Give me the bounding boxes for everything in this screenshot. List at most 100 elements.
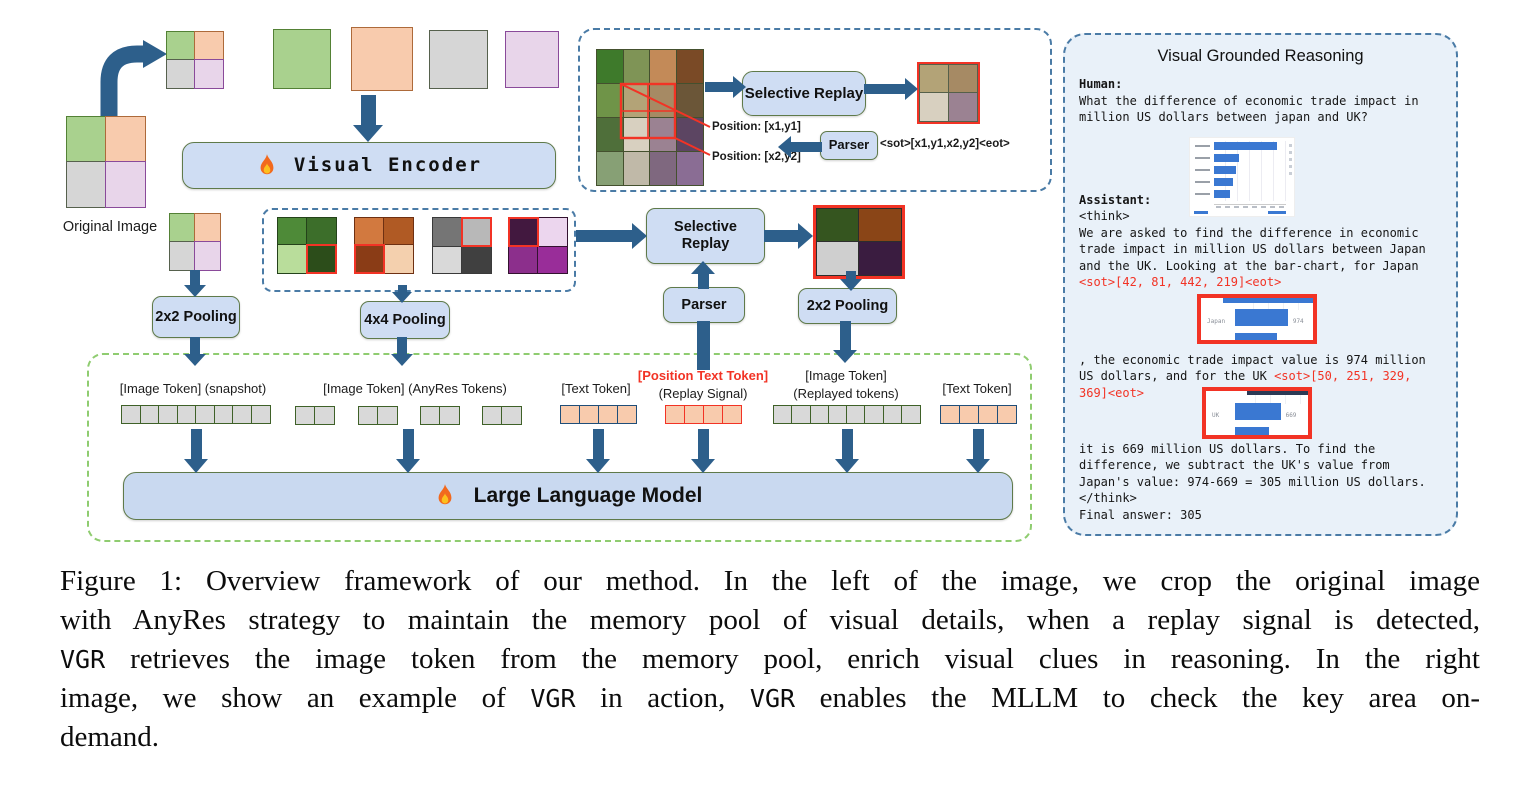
grid-cell (194, 213, 221, 243)
crop-category-label: UK (1212, 412, 1220, 420)
arrow-shaft (697, 274, 709, 289)
pool-grid-orange (354, 217, 414, 274)
position-annotation-lines (619, 82, 711, 156)
caption-text: enables the MLLM to check the key area o… (795, 682, 1480, 714)
arrow-head (691, 261, 715, 274)
llm-label: Large Language Model (473, 483, 703, 507)
arrow-shaft (697, 429, 709, 459)
grid-cell (194, 31, 224, 61)
x-tick-stub (1216, 206, 1221, 208)
anyres-token-strip-1 (295, 406, 335, 425)
arrow-head (184, 285, 206, 297)
token-cell (901, 405, 921, 424)
text-token-label-1: [Text Token] (561, 381, 631, 396)
grid-cell (947, 64, 978, 94)
x-tick-stub (1270, 206, 1275, 208)
grid-cell (354, 217, 385, 246)
chart-bar (1214, 178, 1233, 186)
vgr-example-panel: Visual Grounded Reasoning Human: What th… (1063, 33, 1458, 536)
pool-grid-purple (508, 217, 568, 274)
replayed-grid (813, 205, 905, 279)
token-cell (846, 405, 867, 424)
arrow-head (690, 459, 715, 473)
token-cell (158, 405, 179, 424)
grid-cell (169, 213, 196, 243)
pooling-4x4-box: 4x4 Pooling (360, 301, 450, 339)
axis-label-stub (1195, 169, 1210, 171)
anyres-token-strip-4 (482, 406, 522, 425)
grid-cell (66, 161, 107, 208)
token-cell (827, 405, 848, 424)
token-cell (665, 405, 686, 424)
arrow-shaft (705, 82, 733, 92)
assistant-label: Assistant: (1079, 192, 1152, 207)
token-cell (809, 405, 830, 424)
chart-toolbar-dots (1289, 144, 1292, 178)
x-tick-stub (1234, 206, 1239, 208)
mid-text: , the economic trade impact value is 974… (1079, 352, 1426, 384)
anyres-token-strip-3 (420, 406, 460, 425)
grid-cell (919, 64, 950, 94)
caption-text: retrieves the image token from the memor… (105, 643, 1480, 675)
grid-cell (166, 59, 196, 89)
token-cell (314, 406, 335, 425)
arrow-shaft (839, 321, 851, 350)
grid-cell (537, 245, 568, 274)
arrow-shaft (397, 337, 407, 354)
grid-cell (194, 59, 224, 89)
text-token-strip-2 (940, 405, 1018, 424)
grid-cell (277, 217, 308, 246)
parser-top-box: Parser (820, 131, 878, 160)
selective-replay-example-box (578, 28, 1052, 192)
arrow-head (840, 279, 862, 291)
grid-cell (858, 208, 902, 243)
arrow-head (353, 125, 383, 142)
curved-arrow-icon (100, 40, 167, 134)
grid-cell (947, 92, 978, 122)
think-text: <think> We are asked to find the differe… (1079, 209, 1426, 273)
replay-signal-connector (697, 321, 710, 370)
grid-cell (622, 83, 651, 119)
crop-value-bar (1234, 309, 1289, 327)
original-image-grid (66, 116, 146, 208)
replayed-token-label-1: [Image Token] (805, 368, 887, 383)
grid-cell (383, 217, 414, 246)
pooling-2x2b-box: 2x2 Pooling (798, 288, 897, 324)
caption-text: with AnyRes strategy to maintain the mem… (60, 604, 1480, 636)
token-cell (616, 405, 638, 424)
replayed-token-label-2: (Replayed tokens) (793, 386, 899, 401)
snapshot-token-strip (121, 405, 271, 424)
arrow-head (733, 76, 746, 98)
visual-encoder-label: Visual Encoder (293, 153, 483, 176)
arrow-head (834, 459, 859, 473)
grid-cell (537, 217, 568, 248)
x-tick-stub (1252, 206, 1257, 208)
arrow-head (965, 459, 990, 473)
replay-signal-strip (665, 405, 743, 424)
grid-cell (461, 245, 492, 274)
token-cell (702, 405, 724, 424)
anyres-grid-thumb (166, 31, 224, 89)
pool-grid-gray (432, 217, 492, 274)
grid-cell (858, 241, 902, 276)
replay-signal-label: (Replay Signal) (658, 386, 748, 401)
grid-cell (508, 217, 539, 248)
token-cell (940, 405, 961, 424)
grid-cell (675, 150, 704, 186)
caption-text: in action, (575, 682, 750, 714)
human-label: Human: (1079, 77, 1123, 91)
dog-crop-grid (917, 62, 980, 124)
arrow-shaft (576, 230, 632, 242)
arrow-shaft (190, 337, 200, 354)
grid-cell (596, 150, 625, 186)
grid-cell (277, 243, 308, 274)
grid-cell (816, 241, 860, 276)
patch-orange (351, 27, 413, 91)
grid-cell (306, 217, 337, 246)
grid-cell (351, 27, 413, 91)
arrow-shaft (864, 84, 905, 94)
token-cell (377, 406, 398, 425)
grid-cell (505, 31, 559, 88)
